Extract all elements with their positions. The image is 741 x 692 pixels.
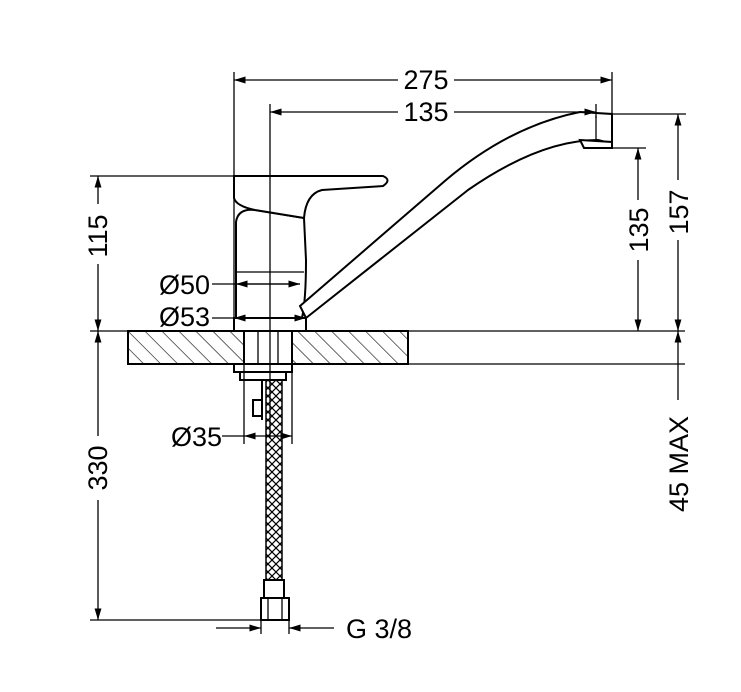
dimension-diameter-35-label: Ø35 <box>171 422 222 452</box>
dimension-outlet-height-label: 135 <box>624 207 654 252</box>
dimension-outlet-height: 135 <box>596 147 654 331</box>
dimension-diameter-50-label: Ø50 <box>159 270 210 300</box>
dimension-spout-reach: 135 <box>269 97 597 438</box>
dimension-connection-thread-label: G 3/8 <box>346 614 412 644</box>
dimension-hose-length: 330 <box>83 331 262 621</box>
dimension-max-counter-thickness: 45 MAX <box>664 331 694 512</box>
dimension-total-height: 157 <box>612 113 694 331</box>
dimension-connection-thread: G 3/8 <box>216 614 412 644</box>
dimension-max-counter-thickness-label: 45 MAX <box>664 416 694 512</box>
countertop <box>127 330 685 365</box>
dimension-body-height-label: 115 <box>83 214 113 257</box>
dimension-diameter-35: Ø35 <box>171 364 293 452</box>
dimension-overall-length: 275 <box>233 64 613 318</box>
dimension-hose-length-label: 330 <box>83 445 113 490</box>
dimension-overall-length-label: 275 <box>403 65 448 95</box>
dimension-diameter-53-label: Ø53 <box>159 302 210 332</box>
dimension-total-height-label: 157 <box>664 189 694 234</box>
dimension-diameter-50: Ø50 <box>159 270 300 300</box>
dimension-diameter-53: Ø53 <box>159 302 306 332</box>
dimension-spout-reach-label: 135 <box>403 97 448 127</box>
mounting-hardware <box>233 330 293 420</box>
flexible-hose <box>260 379 290 621</box>
faucet-body <box>233 110 613 332</box>
